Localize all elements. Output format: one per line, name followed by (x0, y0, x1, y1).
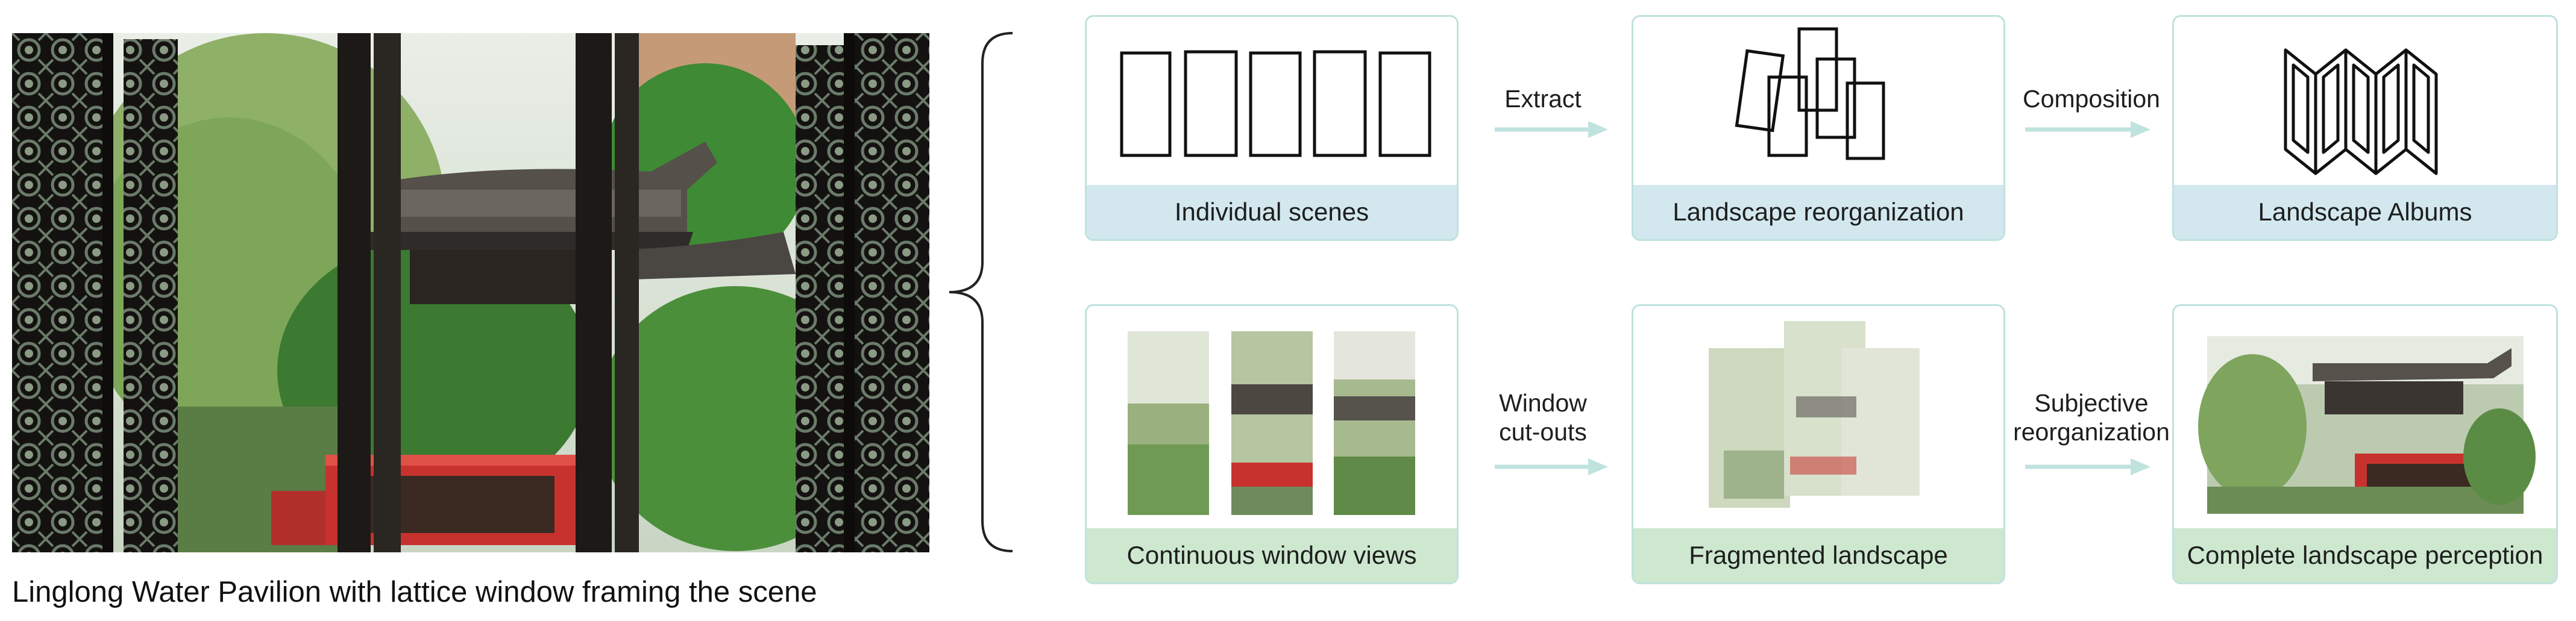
extract-arrow-icon (1495, 121, 1608, 138)
composition-arrow-icon (2025, 121, 2150, 138)
card-landscape-albums: Landscape Albums (2172, 15, 2558, 241)
extract-label: Extract (1504, 85, 1582, 113)
landscape-albums-illustration (2174, 17, 2556, 185)
subjective-reorganization-arrow-icon (2025, 458, 2150, 475)
card-landscape-reorganization: Landscape reorganization (1632, 15, 2005, 241)
complete-landscape-perception-label: Complete landscape perception (2174, 528, 2556, 582)
fragmented-landscape-label: Fragmented landscape (1633, 528, 2003, 582)
composition-label: Composition (2023, 85, 2160, 113)
photo-caption: Linglong Water Pavilion with lattice win… (12, 576, 817, 608)
card-complete-landscape-perception: Complete landscape perception (2172, 304, 2558, 584)
card-continuous-window-views: Continuous window views (1085, 304, 1459, 584)
landscape-reorganization-label: Landscape reorganization (1633, 185, 2003, 239)
landscape-albums-label: Landscape Albums (2174, 185, 2556, 239)
subjective-reorganization-label-line1: Subjective (2034, 389, 2149, 417)
subjective-reorganization-label-line2: reorganization (2013, 418, 2170, 446)
window-cutouts-label-line2: cut-outs (1499, 418, 1587, 446)
curly-brace-icon (949, 32, 1013, 552)
window-cutouts-label: Window cut-outs (1489, 389, 1597, 447)
window-cutouts-arrow-icon (1495, 458, 1608, 475)
fragmented-landscape-illustration (1633, 306, 2003, 528)
individual-scenes-illustration (1087, 17, 1457, 185)
card-fragmented-landscape: Fragmented landscape (1632, 304, 2005, 584)
subjective-reorganization-label: Subjective reorganization (2013, 389, 2170, 447)
window-cutouts-label-line1: Window (1499, 389, 1587, 417)
pavilion-photo (12, 33, 929, 552)
continuous-window-views-label: Continuous window views (1087, 528, 1457, 582)
landscape-reorganization-illustration (1633, 17, 2003, 185)
continuous-window-views-illustration (1087, 306, 1457, 528)
pavilion-photo-illustration (12, 33, 929, 552)
complete-landscape-perception-illustration (2174, 306, 2556, 528)
individual-scenes-label: Individual scenes (1087, 185, 1457, 239)
card-individual-scenes: Individual scenes (1085, 15, 1459, 241)
